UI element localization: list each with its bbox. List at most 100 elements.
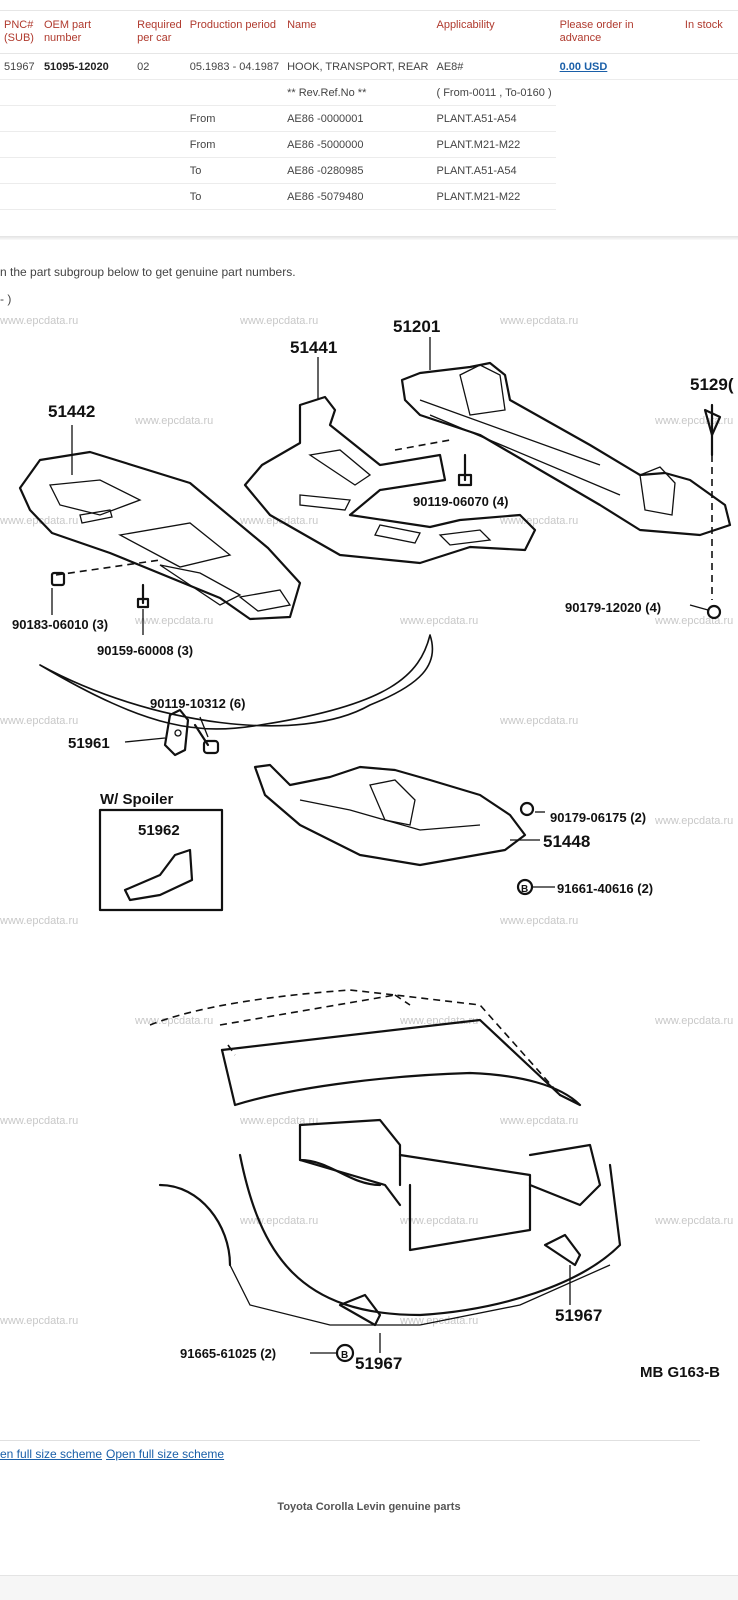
cell-applicability: PLANT.A51-A54 [432,105,556,132]
svg-text:www.epcdata.ru: www.epcdata.ru [0,1115,78,1127]
bumper-outline [39,634,434,730]
svg-text:www.epcdata.ru: www.epcdata.ru [499,1115,578,1127]
nut-90179-06175-drawing [519,801,535,817]
footer-text: Toyota Corolla Levin genuine parts [277,1501,461,1513]
screw-91665-drawing: B [335,1343,355,1363]
cell-name: AE86 -0000001 [283,105,433,132]
label-90179-06175: 90179-06175 (2) [550,810,646,825]
instruction-text: n the part subgroup below to get genuine… [0,265,296,279]
cell-applicability: PLANT.A51-A54 [432,157,556,184]
table-row: ** Rev.Ref.No ** ( From-0011 , To-0160 ) [0,79,738,106]
svg-text:www.epcdata.ru: www.epcdata.ru [239,1215,318,1227]
cell-production: From [185,131,284,158]
leader-line [55,559,161,576]
cell-required: 02 [133,53,186,80]
table-row: To AE86 -5079480 PLANT.M21-M22 [0,183,738,210]
cell-production: To [185,183,284,210]
part-51441-drawing [243,395,537,565]
svg-text:www.epcdata.ru: www.epcdata.ru [239,315,318,327]
svg-text:www.epcdata.ru: www.epcdata.ru [499,515,578,527]
svg-text:www.epcdata.ru: www.epcdata.ru [654,615,733,627]
open-full-scheme-link-2[interactable]: Open full size scheme [106,1447,225,1461]
parts-diagram[interactable]: www.epcdata.ru www.epcdata.ru www.epcdat… [0,305,738,1405]
label-51201: 51201 [393,317,440,336]
diagram-labels: 51201 51441 51442 5129( 90119-06070 (4) … [12,317,734,1381]
header-order-advance: Please order in advance [555,10,681,54]
label-51441: 51441 [290,338,337,357]
price-link[interactable]: 0.00 USD [559,60,608,73]
table-row: From AE86 -0000001 PLANT.A51-A54 [0,105,738,132]
divider [0,1440,700,1441]
table-row: 51967 51095-12020 02 05.1983 - 04.1987 H… [0,53,738,80]
label-90159-60008: 90159-60008 (3) [97,643,193,658]
leader-line [394,439,451,451]
bolt-90119-06070-drawing [457,453,473,487]
svg-text:www.epcdata.ru: www.epcdata.ru [239,1115,318,1127]
cell-name: AE86 -0280985 [283,157,433,184]
part-51201-drawing [400,361,732,537]
svg-text:B: B [341,1350,348,1361]
part-51448-drawing [253,763,527,867]
header-in-stock: In stock [680,10,738,54]
cell-production [185,79,284,106]
subgroup-text: - ) [0,292,12,306]
cell-applicability: PLANT.M21-M22 [432,183,556,210]
cell-oem: 51095-12020 [39,53,134,80]
label-91665-61025: 91665-61025 (2) [180,1346,276,1361]
part-51961-drawing [163,708,190,757]
section-divider [0,236,738,240]
bottom-bar [0,1575,738,1600]
svg-text:www.epcdata.ru: www.epcdata.ru [134,615,213,627]
table-row: From AE86 -5000000 PLANT.M21-M22 [0,131,738,158]
svg-text:www.epcdata.ru: www.epcdata.ru [0,1315,78,1327]
label-90119-06070: 90119-06070 (4) [413,494,508,509]
rivet-91661-drawing: B [516,878,534,896]
scheme-code: MB G163-B [640,1364,720,1381]
watermarks: www.epcdata.ru www.epcdata.ru www.epcdat… [0,315,733,1327]
svg-text:www.epcdata.ru: www.epcdata.ru [0,715,78,727]
cell-name: AE86 -5000000 [283,131,433,158]
label-51967-right: 51967 [555,1306,602,1325]
cell-price: 0.00 USD [555,53,681,80]
label-51448: 51448 [543,832,590,851]
part-51290-drawing [703,403,722,620]
cell-pnc: 51967 [0,53,40,80]
svg-text:www.epcdata.ru: www.epcdata.ru [654,815,733,827]
bolt-90159-drawing [136,583,150,609]
svg-text:www.epcdata.ru: www.epcdata.ru [399,1015,478,1027]
label-90119-10312: 90119-10312 (6) [150,696,245,711]
part-51442-drawing [18,450,302,621]
cell-applicability: PLANT.M21-M22 [432,131,556,158]
label-91661-40616: 91661-40616 (2) [557,881,653,896]
svg-text:www.epcdata.ru: www.epcdata.ru [654,1015,733,1027]
svg-text:www.epcdata.ru: www.epcdata.ru [0,915,78,927]
cell-name: AE86 -5079480 [283,183,433,210]
label-leaders [51,337,709,1353]
label-spoiler: W/ Spoiler [100,791,174,808]
svg-text:B: B [521,884,528,895]
header-applicability: Applicability [432,10,556,54]
bolt-90119-10312-drawing [193,723,220,755]
svg-text:www.epcdata.ru: www.epcdata.ru [134,415,213,427]
label-90179-12020: 90179-12020 (4) [565,600,661,615]
svg-text:www.epcdata.ru: www.epcdata.ru [0,315,78,327]
header-name: Name [283,10,433,54]
label-51290: 5129( [690,375,734,394]
clip-90183-drawing [50,571,66,587]
cell-applicability: ( From-0011 , To-0160 ) [432,79,556,106]
cell-name: ** Rev.Ref.No ** [283,79,433,106]
cell-applicability: AE8# [432,53,556,80]
cell-production: From [185,105,284,132]
open-full-scheme-link[interactable]: en full size scheme [0,1447,103,1461]
spoiler-box [98,808,224,912]
label-90183-06010: 90183-06010 (3) [12,617,108,632]
header-oem: OEM part number [39,10,134,54]
svg-text:www.epcdata.ru: www.epcdata.ru [499,315,578,327]
svg-text:www.epcdata.ru: www.epcdata.ru [499,715,578,727]
cell-name: HOOK, TRANSPORT, REAR [283,53,433,80]
svg-text:www.epcdata.ru: www.epcdata.ru [654,1215,733,1227]
